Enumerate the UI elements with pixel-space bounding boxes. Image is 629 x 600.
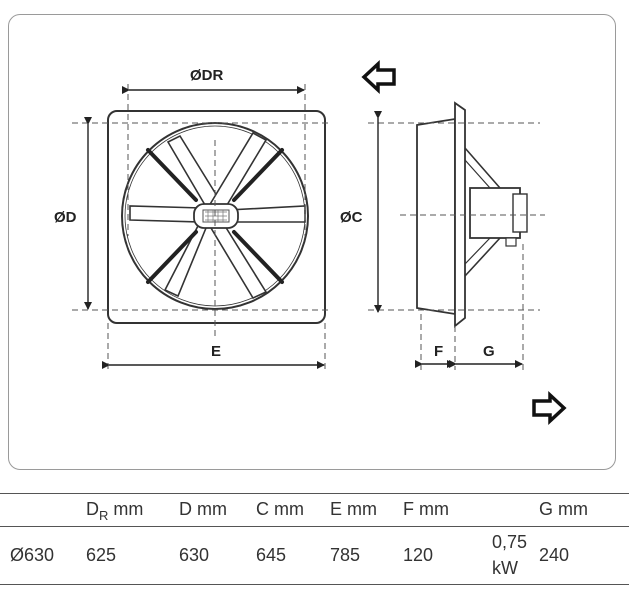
header-e: E mm: [330, 499, 377, 519]
front-reference-lines: [72, 84, 330, 372]
cell-f: 120: [403, 545, 434, 565]
cell-power-unit: kW: [492, 558, 518, 578]
fan-technical-drawing: ØDR ØD E ØC F G: [54, 59, 567, 426]
front-dimensions: [84, 86, 325, 369]
cell-power-value: 0,75: [492, 532, 528, 552]
table-bottom-rule: [0, 584, 629, 585]
label-c: ØC: [340, 209, 363, 226]
airflow-out-arrow-icon: [532, 390, 567, 426]
side-motor: [469, 187, 521, 239]
cell-e: 785: [330, 545, 361, 565]
fan-blades: [129, 131, 306, 300]
header-dr-main: D: [86, 499, 99, 519]
header-g: G mm: [539, 499, 588, 519]
side-view: ØC F G: [340, 101, 545, 370]
header-f: F mm: [403, 499, 449, 519]
label-e: E: [211, 343, 221, 360]
cell-model: Ø630: [10, 545, 55, 565]
header-dr-sub: R: [99, 508, 109, 523]
label-d: ØD: [54, 209, 77, 226]
cell-c: 645: [256, 545, 287, 565]
label-g: G: [483, 343, 495, 360]
header-c: C mm: [256, 499, 304, 519]
label-f: F: [434, 343, 443, 360]
front-plate: [107, 110, 326, 324]
table-header-rule: [0, 526, 629, 527]
table-top-rule: [0, 493, 629, 494]
airflow-in-arrow-icon: [361, 59, 396, 95]
side-dimensions: [374, 111, 523, 368]
front-view: ØDR ØD E: [54, 67, 330, 372]
side-housing: [416, 117, 456, 316]
side-reference-lines: [368, 122, 545, 370]
header-d: D mm: [179, 499, 227, 519]
label-dr: ØDR: [190, 67, 224, 84]
cell-g: 240: [539, 545, 570, 565]
motor-hub: [193, 203, 239, 229]
header-dr: DR mm: [86, 499, 144, 523]
cell-d: 630: [179, 545, 210, 565]
header-dr-unit: mm: [113, 499, 144, 519]
cell-dr: 625: [86, 545, 117, 565]
motor-struts: [146, 148, 284, 284]
